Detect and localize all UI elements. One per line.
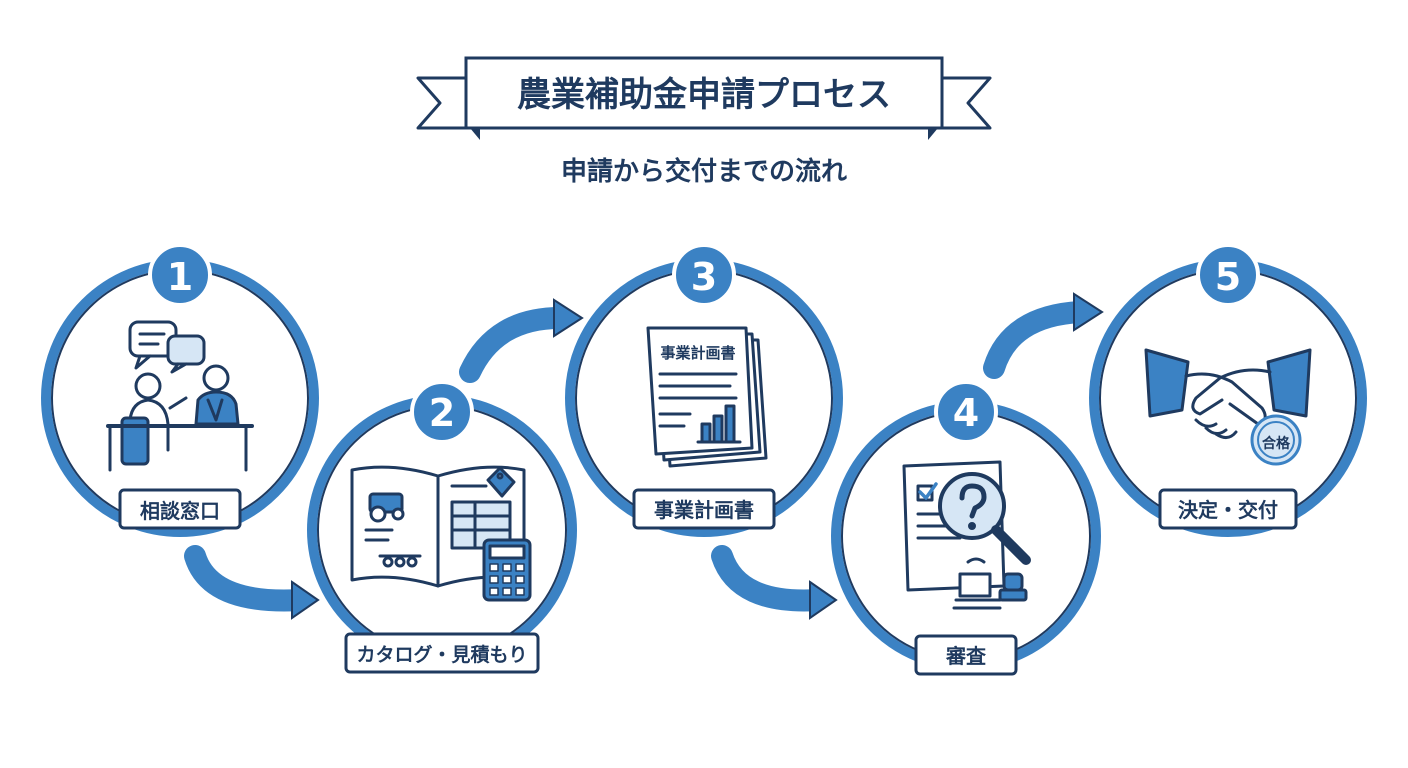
plan-doc-title: 事業計画書 [660,344,735,362]
step-3-label: 事業計画書 [654,498,754,522]
step-3: 事業計画書 事業計画書 3 [565,243,843,537]
step-1-label: 相談窓口 [140,499,220,523]
catalog-calculator-icon [350,465,532,602]
title-banner: 農業補助金申請プロセス [416,56,992,140]
step-2: カタログ・見積もり 2 [307,380,577,674]
step-3-number: 3 [691,255,717,299]
arrow-3-to-4 [711,545,829,612]
consultation-icon [106,320,254,472]
step-4-number: 4 [953,391,979,435]
review-magnifier-icon [902,460,1031,610]
step-2-label: カタログ・見積もり [356,643,527,666]
step-2-number: 2 [429,391,455,435]
arrow-1-to-2 [184,545,311,612]
approval-stamp-text: 合格 [1262,435,1291,452]
arrow-4-to-5 [983,301,1091,379]
step-5: 合格 決定・交付 5 [1089,243,1367,537]
page-title: 農業補助金申請プロセス [517,75,891,115]
arrow-2-to-3 [459,307,571,383]
step-5-label: 決定・交付 [1178,498,1278,522]
step-1-number: 1 [167,255,193,299]
business-plan-icon: 事業計画書 [646,326,768,468]
page-subtitle: 申請から交付までの流れ [561,156,847,187]
step-4: 審査 4 [831,380,1101,676]
flow-arrows [184,292,1104,620]
step-4-label: 審査 [945,644,986,668]
step-1: 相談窓口 1 [41,243,319,537]
handshake-icon: 合格 [1144,348,1312,466]
step-5-number: 5 [1215,255,1241,299]
